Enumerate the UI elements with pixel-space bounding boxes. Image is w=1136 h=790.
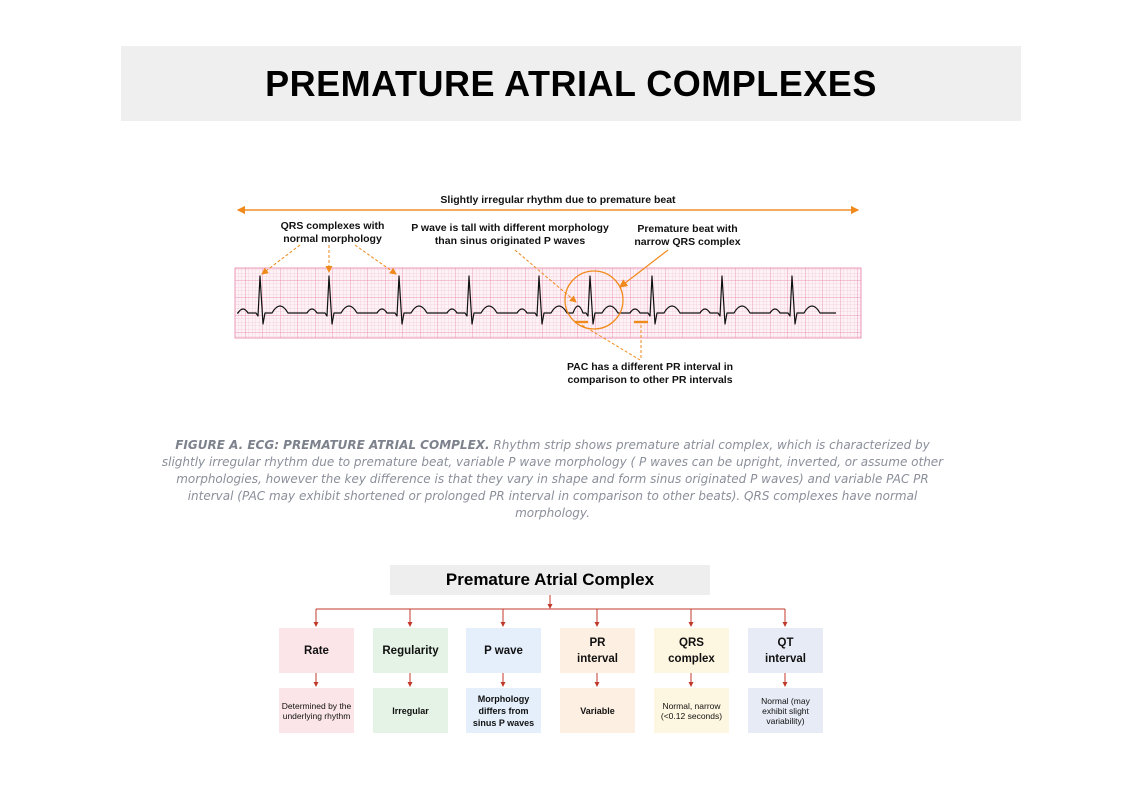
pr-interval-label: PAC has a different PR interval in compa… xyxy=(566,361,734,386)
category-qt-interval: QT interval xyxy=(748,628,823,673)
premature-pointer xyxy=(619,249,669,288)
pr-interval-markers xyxy=(575,320,648,361)
ecg-trace xyxy=(237,275,836,325)
caption-lead: FIGURE A. ECG: PREMATURE ATRIAL COMPLEX. xyxy=(175,438,490,452)
value-qrs-complex: Normal, narrow (<0.12 seconds) xyxy=(654,688,729,733)
category-qrs-complex: QRS complex xyxy=(654,628,729,673)
value-rate: Determined by the underlying rhythm xyxy=(279,688,354,733)
category-rate: Rate xyxy=(279,628,354,673)
rhythm-label: Slightly irregular rhythm due to prematu… xyxy=(440,194,676,206)
qrs-morphology-label: QRS complexes with normal morphology xyxy=(280,220,385,245)
category-p-wave: P wave xyxy=(466,628,541,673)
category-pr-interval: PR interval xyxy=(560,628,635,673)
tree-title: Premature Atrial Complex xyxy=(390,565,710,595)
figure-caption: FIGURE A. ECG: PREMATURE ATRIAL COMPLEX.… xyxy=(160,437,945,522)
value-pr-interval: Variable xyxy=(560,688,635,733)
premature-beat-circle xyxy=(564,270,624,330)
qrs-pointers xyxy=(261,244,397,275)
value-p-wave: Morphology differs from sinus P waves xyxy=(466,688,541,733)
page-title: PREMATURE ATRIAL COMPLEXES xyxy=(265,62,877,104)
pwave-label: P wave is tall with different morphology… xyxy=(411,222,609,247)
premature-beat-label: Premature beat with narrow QRS complex xyxy=(634,223,741,248)
value-qt-interval: Normal (may exhibit slight variability) xyxy=(748,688,823,733)
ecg-figure: Slightly irregular rhythm due to prematu… xyxy=(234,194,862,386)
category-regularity: Regularity xyxy=(373,628,448,673)
title-banner: PREMATURE ATRIAL COMPLEXES xyxy=(121,46,1021,121)
value-regularity: Irregular xyxy=(373,688,448,733)
caption-body: Rhythm strip shows premature atrial comp… xyxy=(161,438,944,520)
ecg-diagram xyxy=(234,205,862,361)
